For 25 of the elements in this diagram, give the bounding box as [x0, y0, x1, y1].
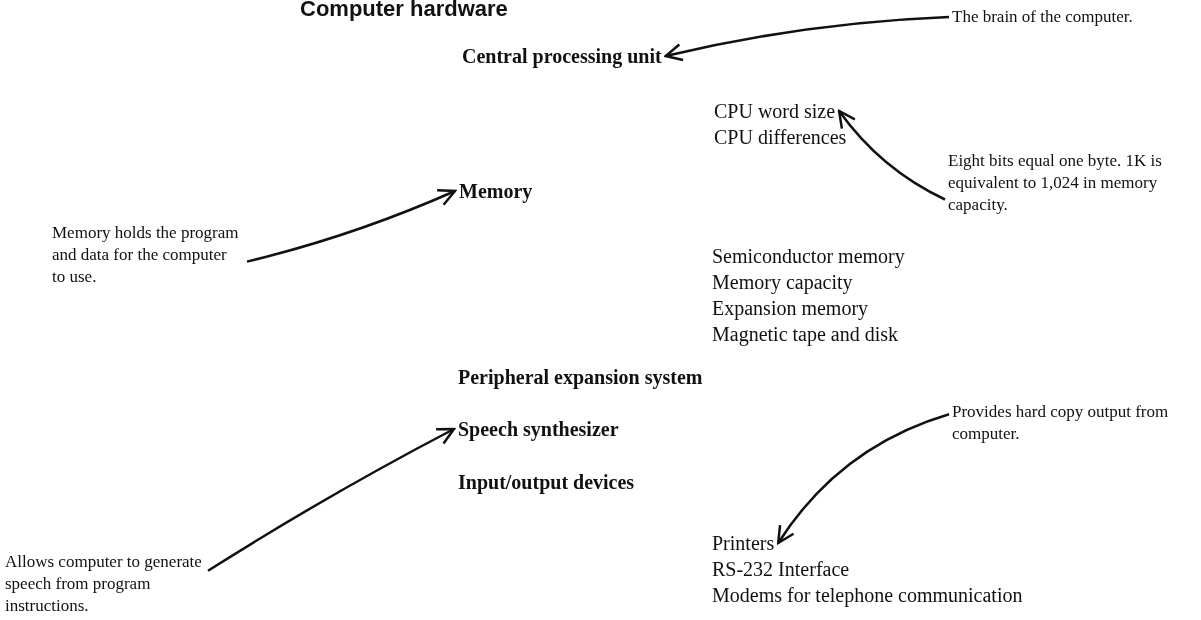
leader-arrow: [246, 188, 457, 263]
annotation-note: Eight bits equal one byte. 1K is equivalent to 1,024 in memory capacity.: [948, 150, 1176, 216]
topic-heading: Peripheral expansion system: [458, 365, 703, 389]
leader-arrow: [664, 15, 950, 62]
list-item: Printers: [712, 531, 775, 555]
list-item: Magnetic tape and disk: [712, 322, 899, 346]
list-item: Semiconductor memory: [712, 244, 905, 268]
leader-arrow: [207, 427, 456, 572]
annotation-note: Memory holds the program and data for the computer to use.: [52, 222, 244, 288]
topic-heading: Input/output devices: [458, 470, 635, 494]
annotation-note: The brain of the computer.: [952, 6, 1133, 28]
topic-heading: Memory: [459, 179, 533, 203]
topic-heading: Central processing unit: [462, 44, 662, 68]
leader-arrow: [837, 109, 946, 201]
annotation-note: Provides hard copy output from computer.: [952, 401, 1177, 445]
list-item: CPU word size: [714, 99, 836, 123]
list-item: Modems for telephone communication: [712, 583, 1023, 607]
leader-arrow: [776, 413, 950, 545]
annotation-note: Allows computer to generate speech from program instructions.: [5, 551, 205, 617]
diagram-title: Computer hardware: [300, 0, 508, 22]
topic-heading: Speech synthesizer: [458, 417, 619, 441]
list-item: CPU differences: [714, 125, 847, 149]
list-item: Memory capacity: [712, 270, 853, 294]
list-item: Expansion memory: [712, 296, 869, 320]
list-item: RS-232 Interface: [712, 557, 850, 581]
